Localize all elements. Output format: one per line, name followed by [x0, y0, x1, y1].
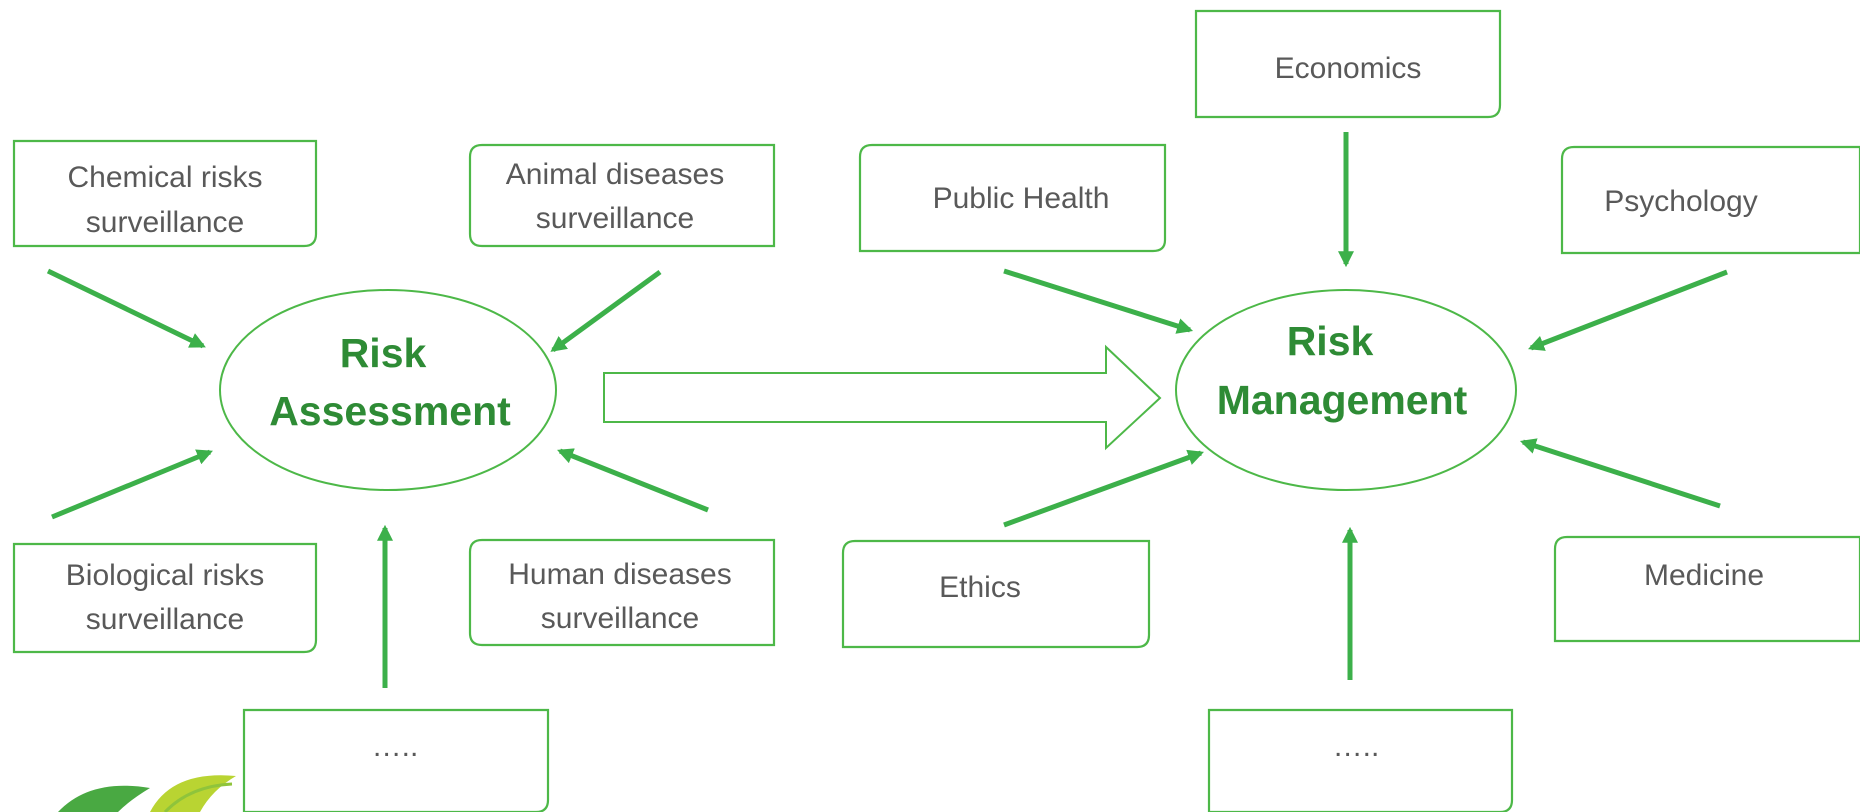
arrow-ethics-to-management — [1003, 449, 1205, 528]
biological-risks-box: Biological risks surveillance — [12, 542, 318, 654]
ethics-text: Ethics — [939, 571, 1021, 604]
psychology-text: Psychology — [1604, 185, 1757, 218]
animal-diseases-box: Animal diseases surveillance — [468, 143, 776, 248]
risk-management-title-line1: Risk — [1287, 318, 1374, 364]
medicine-box: Medicine — [1553, 535, 1860, 643]
arrow-human-to-assessment — [557, 448, 709, 513]
biological-risks-line2: surveillance — [86, 603, 244, 636]
assessment-more-box: ….. — [242, 708, 550, 812]
psychology-box: Psychology — [1560, 145, 1860, 255]
public-health-box: Public Health — [858, 143, 1167, 253]
arrow-biological-to-assessment — [51, 449, 213, 520]
leaf-logo-icon — [58, 775, 236, 812]
arrow-medicine-to-management — [1519, 438, 1721, 509]
public-health-text: Public Health — [933, 182, 1110, 215]
arrow-public-health-to-management — [1003, 268, 1194, 334]
biological-risks-line1: Biological risks — [66, 559, 264, 592]
risk-management-node: Risk Management — [1175, 289, 1517, 491]
assessment-more-text: ….. — [372, 730, 419, 763]
arrow-animal-to-assessment — [550, 269, 662, 353]
economics-box: Economics — [1194, 9, 1502, 119]
human-diseases-line1: Human diseases — [508, 558, 731, 591]
arrow-psychology-to-management — [1528, 269, 1728, 351]
risk-assessment-node: Risk Assessment — [219, 289, 557, 491]
arrow-chemical-to-assessment — [46, 268, 206, 349]
chemical-risks-box: Chemical risks surveillance — [12, 139, 318, 248]
risk-management-title-line2: Management — [1217, 377, 1468, 423]
animal-diseases-line1: Animal diseases — [506, 158, 724, 191]
management-more-box: ….. — [1207, 708, 1514, 812]
assessment-to-management-arrow — [603, 344, 1162, 451]
ethics-box: Ethics — [841, 539, 1151, 649]
human-diseases-line2: surveillance — [541, 602, 699, 635]
animal-diseases-line2: surveillance — [536, 202, 694, 235]
economics-text: Economics — [1275, 52, 1422, 85]
chemical-risks-line1: Chemical risks — [67, 161, 262, 194]
risk-assessment-title-line2: Assessment — [269, 388, 511, 434]
management-more-text: ….. — [1333, 730, 1380, 763]
risk-assessment-title-line1: Risk — [340, 330, 427, 376]
medicine-text: Medicine — [1644, 559, 1764, 592]
chemical-risks-line2: surveillance — [86, 206, 244, 239]
human-diseases-box: Human diseases surveillance — [468, 538, 776, 647]
